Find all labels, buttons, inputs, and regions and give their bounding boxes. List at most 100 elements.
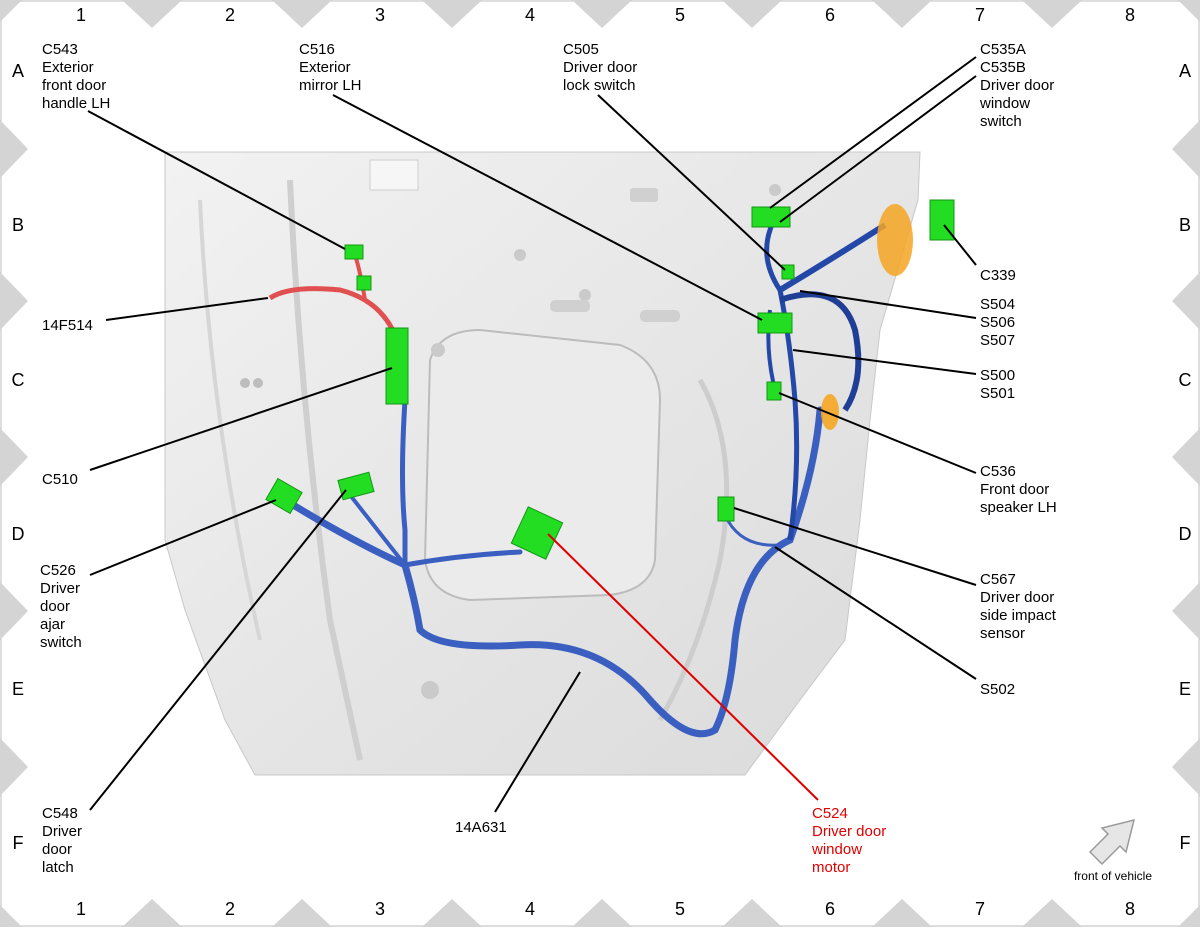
grommets [821, 204, 913, 430]
callout-c516: C516 Exterior mirror LH [299, 41, 362, 94]
label-text: C510 [42, 471, 78, 488]
leader-lines [87, 56, 977, 813]
arrow-icon [1088, 818, 1136, 866]
grid-row-label: B [1179, 215, 1191, 235]
callout-c567: C567 Driver door side impact sensor [980, 571, 1057, 642]
label-text: S504 [980, 296, 1015, 313]
grid-row-label: D [1179, 524, 1192, 544]
grid-row-label: B [12, 215, 24, 235]
label-text: window [979, 95, 1030, 112]
grid-row-labels-right: A B C D E F [1179, 61, 1192, 853]
grid-row-label: F [13, 833, 24, 853]
left-border-markers [0, 120, 28, 796]
label-text: S506 [980, 314, 1015, 331]
grid-col-label: 1 [76, 5, 86, 25]
connector-c543-b [356, 275, 372, 291]
label-text: Exterior [42, 59, 94, 76]
label-text: ajar [40, 616, 65, 633]
callout-c524: C524 Driver door window motor [811, 805, 886, 876]
grid-col-label: 8 [1125, 899, 1135, 919]
grid-col-label: 2 [225, 899, 235, 919]
label-text: C526 [40, 562, 76, 579]
label-text: front door [42, 77, 106, 94]
callout-c526: C526 Driver door ajar switch [40, 562, 82, 651]
callout-c510: C510 [42, 471, 78, 488]
connector-c536 [766, 381, 782, 401]
label-text: Driver door [980, 77, 1054, 94]
label-text: 14F514 [42, 317, 93, 334]
label-text: C535A [980, 41, 1026, 58]
grid-row-label: C [12, 370, 25, 390]
grid-row-labels-left: A B C D E F [12, 61, 25, 853]
grid-col-label: 7 [975, 5, 985, 25]
label-text: C567 [980, 571, 1016, 588]
label-text: S507 [980, 332, 1015, 349]
label-text: latch [42, 859, 74, 876]
grid-col-label: 3 [375, 5, 385, 25]
grid-row-label: A [1179, 61, 1191, 81]
label-text: Driver door [980, 589, 1054, 606]
label-text: S501 [980, 385, 1015, 402]
label-text: Driver door [563, 59, 637, 76]
label-text: switch [980, 113, 1022, 130]
callout-s504: S504 S506 S507 [980, 296, 1015, 349]
grid-col-label: 5 [675, 5, 685, 25]
label-text: lock switch [563, 77, 636, 94]
grid-row-label: A [12, 61, 24, 81]
callout-s502: S502 [980, 681, 1015, 698]
label-text: Exterior [299, 59, 351, 76]
grid-col-label: 6 [825, 5, 835, 25]
bottom-border-markers [0, 899, 1200, 927]
callout-c505: C505 Driver door lock switch [563, 41, 637, 94]
callout-c543: C543 Exterior front door handle LH [42, 41, 110, 112]
label-text: C543 [42, 41, 78, 58]
wiring-harness [268, 214, 887, 738]
grid-col-label: 4 [525, 5, 535, 25]
grid-row-label: E [12, 679, 24, 699]
label-text: S502 [980, 681, 1015, 698]
label-text: Driver [42, 823, 82, 840]
label-text: Driver [40, 580, 80, 597]
connector-c510 [385, 327, 409, 405]
grid-row-label: E [1179, 679, 1191, 699]
connectors [265, 199, 955, 560]
callout-c536: C536 Front door speaker LH [980, 463, 1057, 516]
grid-col-label: 2 [225, 5, 235, 25]
label-text: S500 [980, 367, 1015, 384]
connector-c567 [717, 496, 735, 522]
label-text: Front door [980, 481, 1049, 498]
door-panel-illustration [164, 151, 921, 776]
connector-c548 [337, 471, 375, 501]
label-text: door [40, 598, 70, 615]
connector-c526 [265, 477, 303, 515]
callout-14f514: 14F514 [42, 317, 93, 334]
callout-c548: C548 Driver door latch [42, 805, 82, 876]
top-border-markers [0, 0, 1200, 28]
grid-row-label: F [1180, 833, 1191, 853]
grid-col-label: 1 [76, 899, 86, 919]
connector-splice [757, 312, 793, 334]
grid-col-label: 5 [675, 899, 685, 919]
label-text: door [42, 841, 72, 858]
grid-row-label: C [1179, 370, 1192, 390]
label-text: C339 [980, 267, 1016, 284]
label-text: handle LH [42, 95, 110, 112]
label-text: sensor [980, 625, 1025, 642]
right-border-markers [1172, 120, 1200, 796]
grid-col-label: 4 [525, 899, 535, 919]
grid-column-labels-bottom: 1 2 3 4 5 6 7 8 [76, 899, 1135, 919]
grid-col-label: 3 [375, 899, 385, 919]
connector-c535 [751, 206, 791, 228]
label-text: C548 [42, 805, 78, 822]
callout-s500: S500 S501 [980, 367, 1015, 402]
connector-c543 [344, 244, 364, 260]
label-text: Driver door [812, 823, 886, 840]
front-of-vehicle-indicator: front of vehicle [1074, 818, 1152, 883]
label-text: switch [40, 634, 82, 651]
grid-col-label: 8 [1125, 5, 1135, 25]
label-text: C505 [563, 41, 599, 58]
label-text: C516 [299, 41, 335, 58]
label-text: 14A631 [455, 819, 507, 836]
label-text: mirror LH [299, 77, 362, 94]
